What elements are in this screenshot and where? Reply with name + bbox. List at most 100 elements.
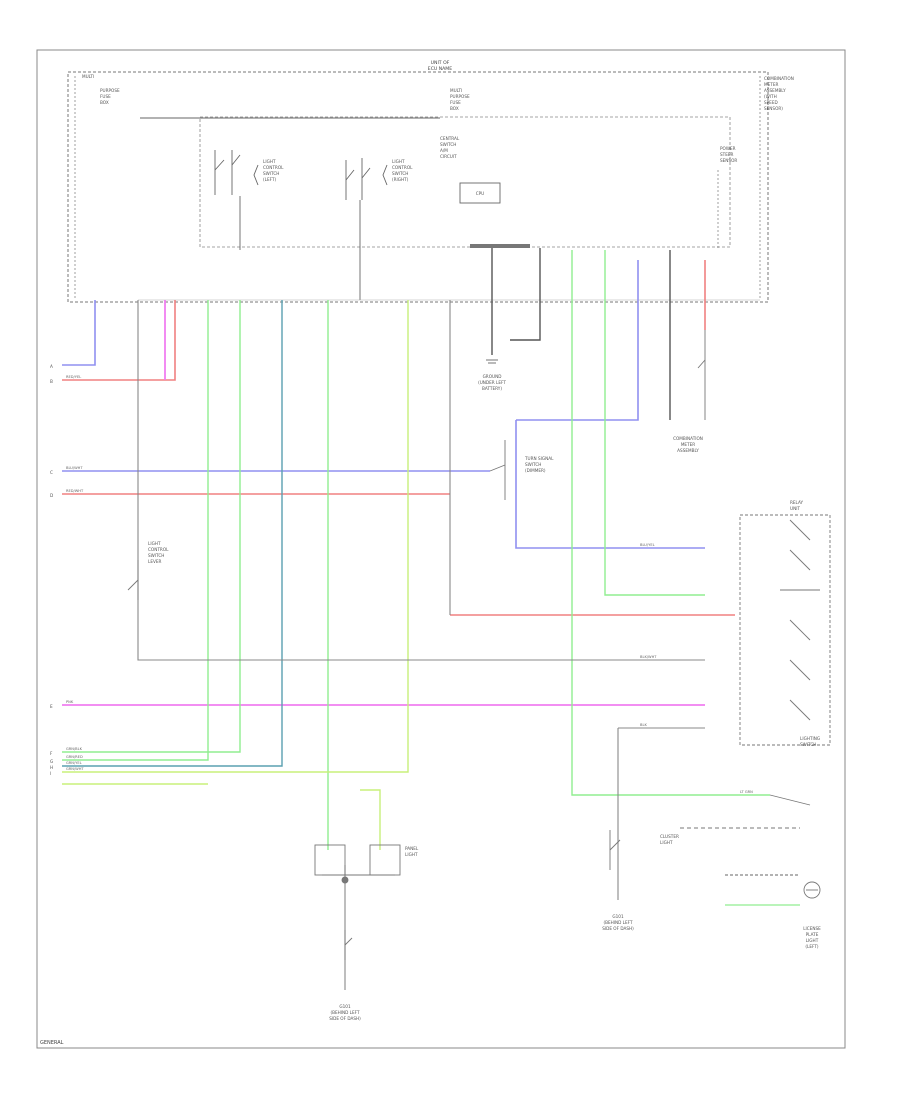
wire-magenta bbox=[62, 300, 705, 706]
svg-text:B: B bbox=[50, 379, 53, 384]
svg-text:GROUND: GROUND bbox=[483, 374, 502, 379]
label-tr: COMBINATION METER ASSEMBLY (WITH SPEED S… bbox=[764, 76, 794, 111]
mid-bottom-sensor bbox=[344, 930, 353, 960]
svg-text:COMBINATION: COMBINATION bbox=[764, 76, 794, 81]
svg-text:SWITCH: SWITCH bbox=[392, 171, 408, 176]
svg-text:BOX: BOX bbox=[100, 100, 109, 105]
wire-ygreen bbox=[62, 300, 409, 850]
svg-text:CENTRAL: CENTRAL bbox=[440, 136, 460, 141]
svg-text:RED/YEL: RED/YEL bbox=[66, 375, 81, 379]
svg-text:(RIGHT): (RIGHT) bbox=[392, 177, 409, 182]
label-combo-bottom: COMBINATION METER ASSEMBLY bbox=[673, 436, 703, 453]
svg-text:SWITCH: SWITCH bbox=[148, 553, 164, 558]
svg-text:BATTERY): BATTERY) bbox=[482, 386, 502, 391]
svg-text:(BEHIND LEFT: (BEHIND LEFT bbox=[330, 1010, 360, 1015]
label-bottom-ground: G101 (BEHIND LEFT SIDE OF DASH) bbox=[329, 1004, 361, 1021]
svg-text:I: I bbox=[50, 771, 51, 776]
svg-text:CPU: CPU bbox=[476, 191, 485, 196]
svg-text:UNIT: UNIT bbox=[790, 506, 800, 511]
svg-text:E: E bbox=[50, 704, 53, 709]
svg-text:LT GRN: LT GRN bbox=[740, 790, 753, 794]
label-switch-b: LIGHT CONTROL SWITCH (RIGHT) bbox=[392, 159, 413, 182]
svg-text:ASSEMBLY: ASSEMBLY bbox=[764, 88, 786, 93]
svg-text:LIGHT: LIGHT bbox=[806, 938, 819, 943]
wire-green bbox=[62, 250, 770, 850]
internal-switch-a bbox=[214, 150, 259, 250]
svg-text:G: G bbox=[50, 759, 53, 764]
svg-text:LIGHTING: LIGHTING bbox=[800, 736, 820, 741]
label-relay-box: RELAY UNIT bbox=[790, 500, 804, 511]
ground-top-mid bbox=[486, 359, 498, 364]
svg-text:SENSOR): SENSOR) bbox=[764, 106, 783, 111]
svg-text:LIGHT: LIGHT bbox=[392, 159, 405, 164]
module-title-1: UNIT OF bbox=[431, 60, 450, 66]
label-lighting: LIGHTING SWITCH bbox=[800, 736, 820, 747]
left-edge-letters: A B C D E F G H I bbox=[50, 364, 53, 776]
svg-text:CONTROL: CONTROL bbox=[263, 165, 284, 170]
svg-text:CLUSTER: CLUSTER bbox=[660, 834, 679, 839]
svg-text:SPEED: SPEED bbox=[764, 100, 778, 105]
mid-switch-symbol bbox=[489, 440, 506, 500]
svg-text:G101: G101 bbox=[612, 914, 624, 919]
wire-blue-left bbox=[62, 260, 705, 549]
svg-text:SIDE OF DASH): SIDE OF DASH) bbox=[602, 926, 634, 931]
svg-text:CONTROL: CONTROL bbox=[148, 547, 169, 552]
svg-text:C: C bbox=[50, 470, 53, 475]
svg-text:PURPOSE: PURPOSE bbox=[100, 88, 120, 93]
label-lamp: LICENSE PLATE LIGHT (LEFT) bbox=[803, 926, 821, 949]
wire-tags: BLU/WHT RED/WHT RED/YEL PNK GRN/BLK GRN/… bbox=[66, 375, 753, 794]
wire-red bbox=[62, 260, 735, 616]
svg-text:LIGHT: LIGHT bbox=[148, 541, 161, 546]
svg-text:SWITCH: SWITCH bbox=[525, 462, 541, 467]
wire-gray bbox=[137, 300, 705, 990]
inner-circuit-box bbox=[199, 116, 731, 248]
wire-dark bbox=[491, 248, 671, 420]
svg-text:METER: METER bbox=[681, 442, 695, 447]
svg-text:PANEL: PANEL bbox=[405, 846, 419, 851]
svg-text:SWITCH: SWITCH bbox=[440, 142, 456, 147]
svg-text:G101: G101 bbox=[339, 1004, 351, 1009]
svg-text:PNK: PNK bbox=[66, 700, 74, 704]
label-tl2: MULTI PURPOSE FUSE BOX bbox=[450, 88, 470, 111]
svg-text:(UNDER LEFT: (UNDER LEFT bbox=[478, 380, 506, 385]
lamp-symbol bbox=[725, 874, 821, 906]
svg-text:LIGHT: LIGHT bbox=[660, 840, 673, 845]
module-title-2: ECU NAME bbox=[428, 66, 452, 72]
svg-text:BLU/YEL: BLU/YEL bbox=[640, 543, 655, 547]
svg-text:D: D bbox=[50, 493, 53, 498]
internal-switch-b bbox=[345, 158, 388, 300]
page-border bbox=[36, 49, 846, 1049]
svg-text:(LEFT): (LEFT) bbox=[263, 177, 277, 182]
svg-text:TURN SIGNAL: TURN SIGNAL bbox=[524, 456, 554, 461]
svg-text:RELAY: RELAY bbox=[790, 500, 804, 505]
left-switch-symbol bbox=[127, 560, 139, 600]
label-panel: PANEL LIGHT bbox=[405, 846, 419, 857]
svg-text:F: F bbox=[50, 751, 53, 756]
svg-text:SWITCH: SWITCH bbox=[800, 742, 816, 747]
svg-text:LIGHT: LIGHT bbox=[263, 159, 276, 164]
svg-text:(LEFT): (LEFT) bbox=[805, 944, 819, 949]
label-turn-signal: TURN SIGNAL SWITCH (DIMMER) bbox=[524, 456, 554, 473]
svg-text:A: A bbox=[50, 364, 53, 369]
svg-text:LEVER: LEVER bbox=[148, 559, 161, 564]
svg-text:PURPOSE: PURPOSE bbox=[450, 94, 470, 99]
svg-text:MULTI: MULTI bbox=[82, 74, 94, 79]
top-right-relay bbox=[697, 330, 706, 420]
svg-text:H: H bbox=[50, 765, 53, 770]
cluster-switch bbox=[609, 794, 811, 870]
svg-text:STEER: STEER bbox=[720, 152, 734, 157]
svg-text:SENSOR: SENSOR bbox=[720, 158, 737, 163]
svg-text:GRN/BLK: GRN/BLK bbox=[66, 747, 83, 751]
main-module bbox=[67, 71, 769, 303]
svg-text:RED/WHT: RED/WHT bbox=[66, 489, 84, 493]
svg-text:COMBINATION: COMBINATION bbox=[673, 436, 703, 441]
svg-text:FUSE: FUSE bbox=[100, 94, 111, 99]
svg-text:GRN/RED: GRN/RED bbox=[66, 755, 83, 759]
svg-text:METER: METER bbox=[764, 82, 778, 87]
label-central: CENTRAL SWITCH A/M CIRCUIT bbox=[440, 136, 460, 159]
svg-text:SWITCH: SWITCH bbox=[263, 171, 279, 176]
label-cluster: CLUSTER LIGHT bbox=[660, 834, 679, 845]
svg-text:LICENSE: LICENSE bbox=[803, 926, 821, 931]
footer-code: GENERAL bbox=[40, 1040, 64, 1046]
